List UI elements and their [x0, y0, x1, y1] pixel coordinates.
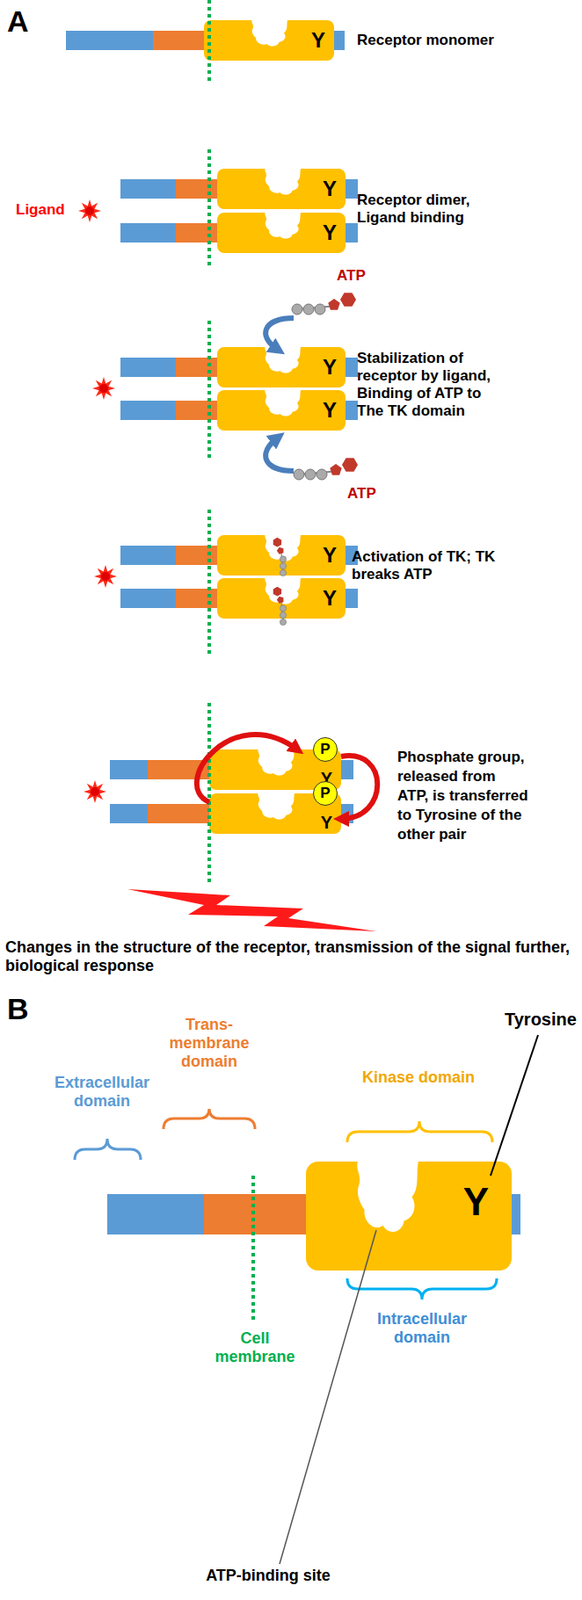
- domain-bracket: [163, 1109, 255, 1130]
- tyrosine-mark: Y: [322, 356, 337, 379]
- atp-label: ATP: [336, 267, 390, 285]
- atp-binding-pocket: [263, 167, 303, 198]
- domain-bracket: [74, 1139, 141, 1161]
- leader-line: [490, 1035, 539, 1177]
- ligand-star: [92, 377, 116, 401]
- kinase-domain: Y: [217, 212, 346, 254]
- domain-label: Kinase domain: [360, 1069, 477, 1088]
- receptor-bars: [65, 30, 521, 1236]
- atp-binding-pocket-shape: [264, 167, 301, 196]
- tyrosine-mark: Y: [463, 1183, 489, 1223]
- atp-binding-pocket-shape: [264, 346, 301, 374]
- tyrosine-mark: Y: [322, 222, 337, 244]
- ligand-star: [78, 199, 102, 223]
- atp-binding-pocket: [256, 792, 297, 823]
- kinase-domain: Y: [203, 20, 335, 61]
- membrane-label: Cell membrane: [203, 1330, 306, 1368]
- domain-label: Trans-membrane domain: [147, 1016, 271, 1072]
- atp-binding-pocket-shape: [257, 792, 295, 821]
- atp-binding-pocket: [250, 19, 290, 50]
- binding-arrow: [265, 318, 294, 350]
- kinase-domain: Y: [217, 535, 346, 576]
- binding-arrow: [265, 437, 294, 472]
- atp-binding-pocket-shape: [257, 749, 295, 777]
- atp-binding-pocket: [263, 346, 303, 377]
- phosphate-mark: P: [313, 742, 337, 757]
- tyrosine-mark: Y: [311, 29, 326, 51]
- ligand-star: [83, 780, 107, 804]
- ligand-label: Ligand: [15, 201, 80, 219]
- atp-binding-pocket: [263, 211, 303, 242]
- tyrosine-mark: Y: [322, 400, 337, 422]
- tyrosine-mark: Y: [322, 178, 337, 200]
- domain-bracket: [347, 1121, 493, 1143]
- kinase-domain: Y: [217, 578, 346, 619]
- kinase-domain: Y: [217, 390, 346, 431]
- phosphate-circle: P: [312, 737, 338, 763]
- atp-binding-pocket-shape: [264, 211, 301, 240]
- panel-letter: B: [7, 991, 60, 1027]
- kinase-domain: YP: [209, 793, 342, 835]
- tyrosine-mark: Y: [322, 545, 337, 567]
- transfer-arrow: [341, 756, 378, 820]
- kinase-domain: Y: [217, 347, 346, 388]
- atp-binding-pocket: [355, 1161, 422, 1241]
- outcome-caption: Changes in the structure of the receptor…: [5, 938, 577, 976]
- domain-bracket: [347, 1279, 497, 1301]
- domain-label: Extracellular domain: [43, 1074, 161, 1112]
- part-label: ATP-binding site: [140, 1567, 396, 1586]
- part-label: Tyrosine: [504, 1009, 582, 1031]
- atp-binding-pocket: [263, 389, 303, 420]
- panel-letter: A: [7, 3, 60, 39]
- atp-label: ATP: [347, 485, 401, 503]
- kinase-domain: Y: [305, 1162, 512, 1272]
- atp-binding-pocket: [263, 577, 303, 608]
- atp-binding-pocket: [263, 534, 303, 565]
- step-caption: Activation of TK; TK breaks ATP: [351, 548, 497, 584]
- step-caption: Receptor monomer: [356, 31, 568, 50]
- phosphate-circle: P: [312, 781, 338, 807]
- kinase-domain: Y: [217, 168, 346, 210]
- ligand-star: [94, 565, 117, 589]
- atp-binding-pocket-shape: [356, 1161, 419, 1233]
- atp-binding-pocket-shape: [264, 534, 301, 562]
- atp-binding-pocket-shape: [264, 577, 301, 605]
- atp-binding-pocket-shape: [251, 19, 288, 47]
- signal-bolt: [127, 889, 377, 932]
- step-caption: Phosphate group, released from ATP, is t…: [397, 748, 530, 845]
- phosphate-mark: P: [313, 785, 337, 801]
- atp-molecule: [291, 292, 357, 315]
- tyrosine-mark: Y: [320, 814, 333, 832]
- step-caption: Receptor dimer, Ligand binding: [356, 191, 511, 227]
- atp-binding-pocket: [256, 749, 297, 779]
- atp-molecule: [293, 458, 358, 481]
- atp-binding-pocket-shape: [264, 389, 301, 417]
- step-caption: Stabilization of receptor by ligand, Bin…: [356, 349, 511, 421]
- domain-label: Intracellular domain: [360, 1310, 484, 1348]
- tyrosine-mark: Y: [322, 588, 337, 610]
- leader-line: [279, 1230, 377, 1565]
